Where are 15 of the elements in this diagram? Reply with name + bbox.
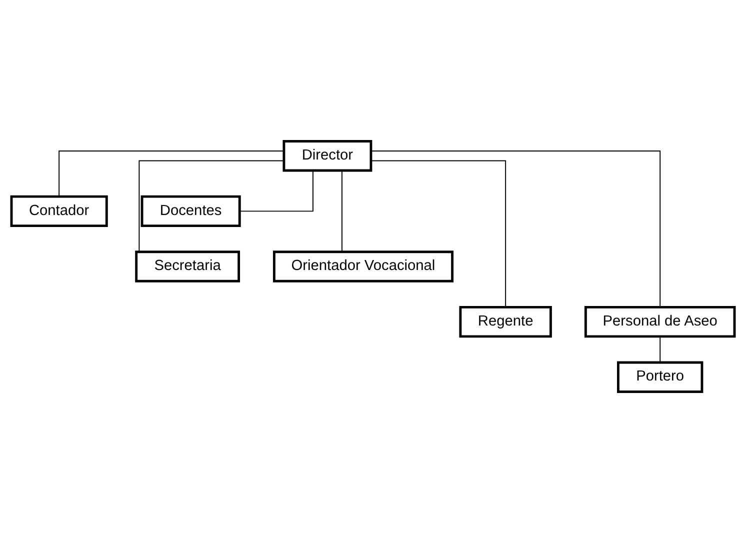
node-box: Portero (616, 361, 704, 393)
node-box: Personal de Aseo (584, 306, 736, 338)
connector (239, 170, 314, 212)
connector (660, 336, 661, 363)
connector (341, 170, 342, 252)
node-box: Director (282, 140, 372, 172)
node-box: Orientador Vocacional (272, 250, 454, 282)
node-box: Contador (10, 195, 108, 228)
connector (370, 160, 506, 308)
node-box: Secretaria (135, 250, 240, 282)
connector (138, 160, 284, 252)
node-box: Docentes (140, 195, 241, 228)
connector (370, 150, 661, 308)
connector (58, 150, 284, 197)
node-box: Regente (459, 306, 552, 338)
